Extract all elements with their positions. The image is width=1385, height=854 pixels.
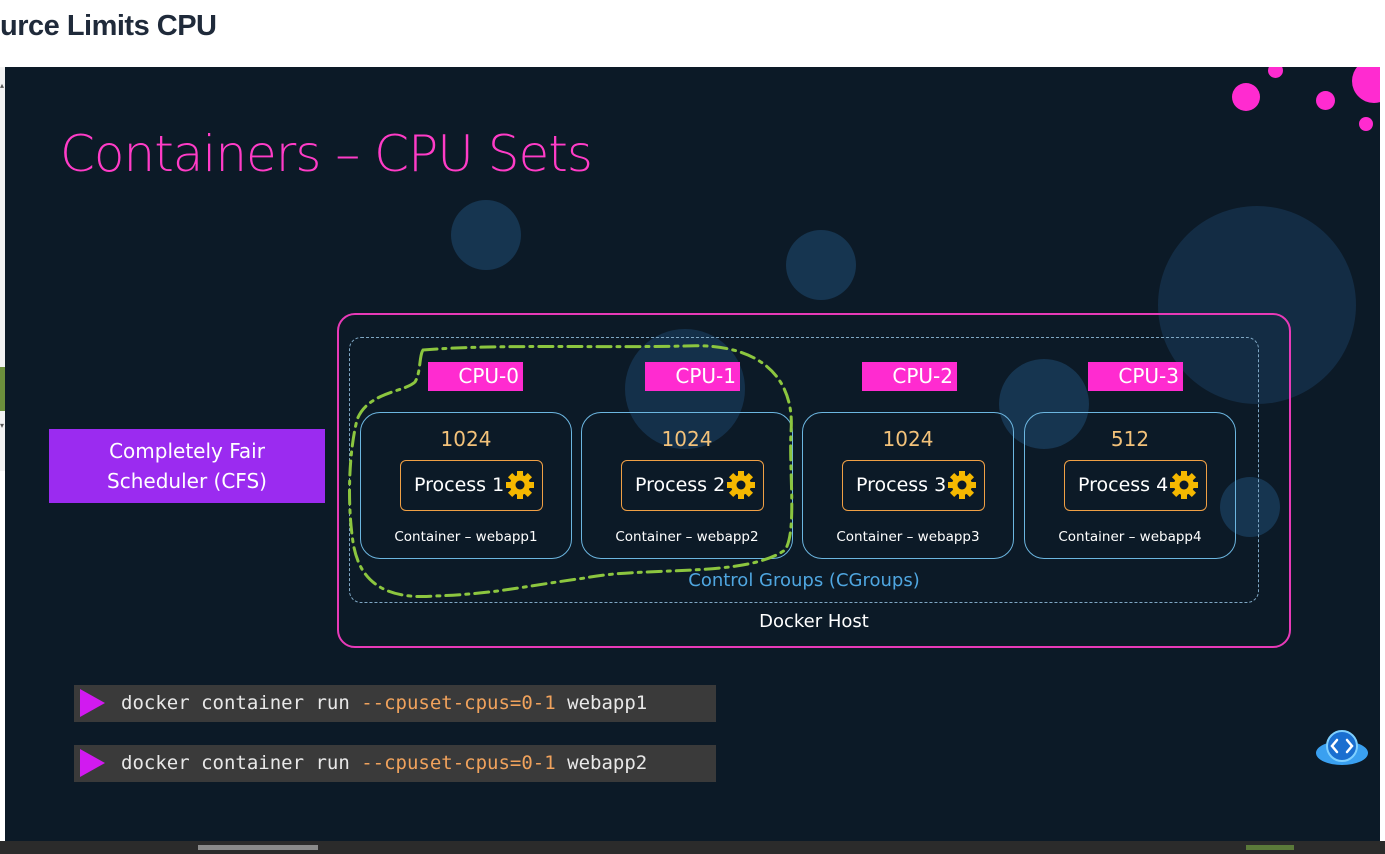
decor-dot: [1268, 67, 1283, 78]
scroll-down-icon[interactable]: ▾: [0, 421, 5, 430]
command-line-2: docker container run --cpuset-cpus=0-1 w…: [74, 745, 716, 782]
play-icon: [80, 749, 105, 777]
cpu-tag: CPU-1: [645, 362, 740, 391]
cloud-code-logo-icon: [1316, 730, 1368, 765]
decor-dot: [1359, 117, 1373, 131]
container-name: Container – webapp2: [615, 529, 759, 545]
cgroups-label: Control Groups (CGroups): [688, 570, 920, 591]
gear-icon: [948, 471, 976, 499]
cfs-scheduler-box: Completely Fair Scheduler (CFS): [49, 429, 325, 503]
process-box: Process 1: [400, 460, 543, 511]
cpuset-lasso-outline: [348, 344, 794, 599]
process-box: Process 2: [621, 460, 764, 511]
container-name: Container – webapp3: [836, 529, 980, 545]
command-arg: webapp2: [555, 752, 648, 774]
bottom-taskbar: [0, 841, 1385, 854]
gear-icon: [506, 471, 534, 499]
taskbar-item[interactable]: [198, 845, 318, 850]
command-text: docker container run: [121, 692, 362, 714]
process-label: Process 4: [1078, 474, 1169, 496]
container-box: 512 Process 4 Container – webapp4: [1024, 412, 1236, 559]
command-text: docker container run: [121, 752, 362, 774]
side-indicator: [0, 367, 8, 411]
command-arg: webapp1: [555, 692, 648, 714]
decor-dot: [1352, 67, 1380, 103]
scroll-up-icon[interactable]: ▴: [0, 81, 5, 90]
page-title: urce Limits CPU: [0, 10, 217, 42]
decor-dot: [1232, 83, 1260, 111]
container-box: 1024 Process 3 Container – webapp3: [802, 412, 1014, 559]
process-box: Process 3: [842, 460, 985, 511]
command-flag: --cpuset-cpus=0-1: [361, 692, 556, 714]
decor-bubble: [1158, 206, 1356, 404]
gear-icon: [1170, 471, 1198, 499]
page-header: urce Limits CPU: [0, 0, 1385, 67]
docker-host-box: Control Groups (CGroups) Docker Host: [337, 313, 1291, 648]
process-label: Process 1: [414, 474, 505, 496]
decor-bubble: [451, 200, 521, 270]
command-flag: --cpuset-cpus=0-1: [361, 752, 556, 774]
cpu-shares-value: 1024: [882, 427, 934, 451]
container-name: Container – webapp1: [394, 529, 538, 545]
gear-icon: [727, 471, 755, 499]
decor-dot: [1316, 91, 1335, 110]
decor-bubble: [999, 359, 1089, 449]
process-box: Process 4: [1064, 460, 1207, 511]
container-name: Container – webapp4: [1058, 529, 1202, 545]
docker-host-label: Docker Host: [759, 611, 869, 632]
slide-title: Containers – CPU Sets: [60, 125, 593, 183]
decor-bubble: [1220, 477, 1280, 537]
cpu-tag: CPU-0: [428, 362, 523, 391]
cpu-shares-value: 512: [1110, 427, 1150, 451]
cpu-shares-value: 1024: [440, 427, 492, 451]
container-box: 1024 Process 2 Container – webapp2: [581, 412, 793, 559]
command-line-1: docker container run --cpuset-cpus=0-1 w…: [74, 685, 716, 722]
decor-bubble: [786, 230, 856, 300]
process-label: Process 2: [635, 474, 726, 496]
taskbar-item[interactable]: [1246, 845, 1294, 850]
cpu-shares-value: 1024: [661, 427, 713, 451]
process-label: Process 3: [856, 474, 947, 496]
cpu-tag: CPU-3: [1088, 362, 1183, 391]
slide: Containers – CPU Sets Completely Fair Sc…: [5, 67, 1380, 841]
container-box: 1024 Process 1 Container – webapp1: [360, 412, 572, 559]
play-icon: [80, 689, 105, 717]
cpu-tag: CPU-2: [862, 362, 957, 391]
cfs-label-line2: Scheduler (CFS): [107, 469, 267, 493]
cfs-label-line1: Completely Fair: [109, 439, 265, 463]
